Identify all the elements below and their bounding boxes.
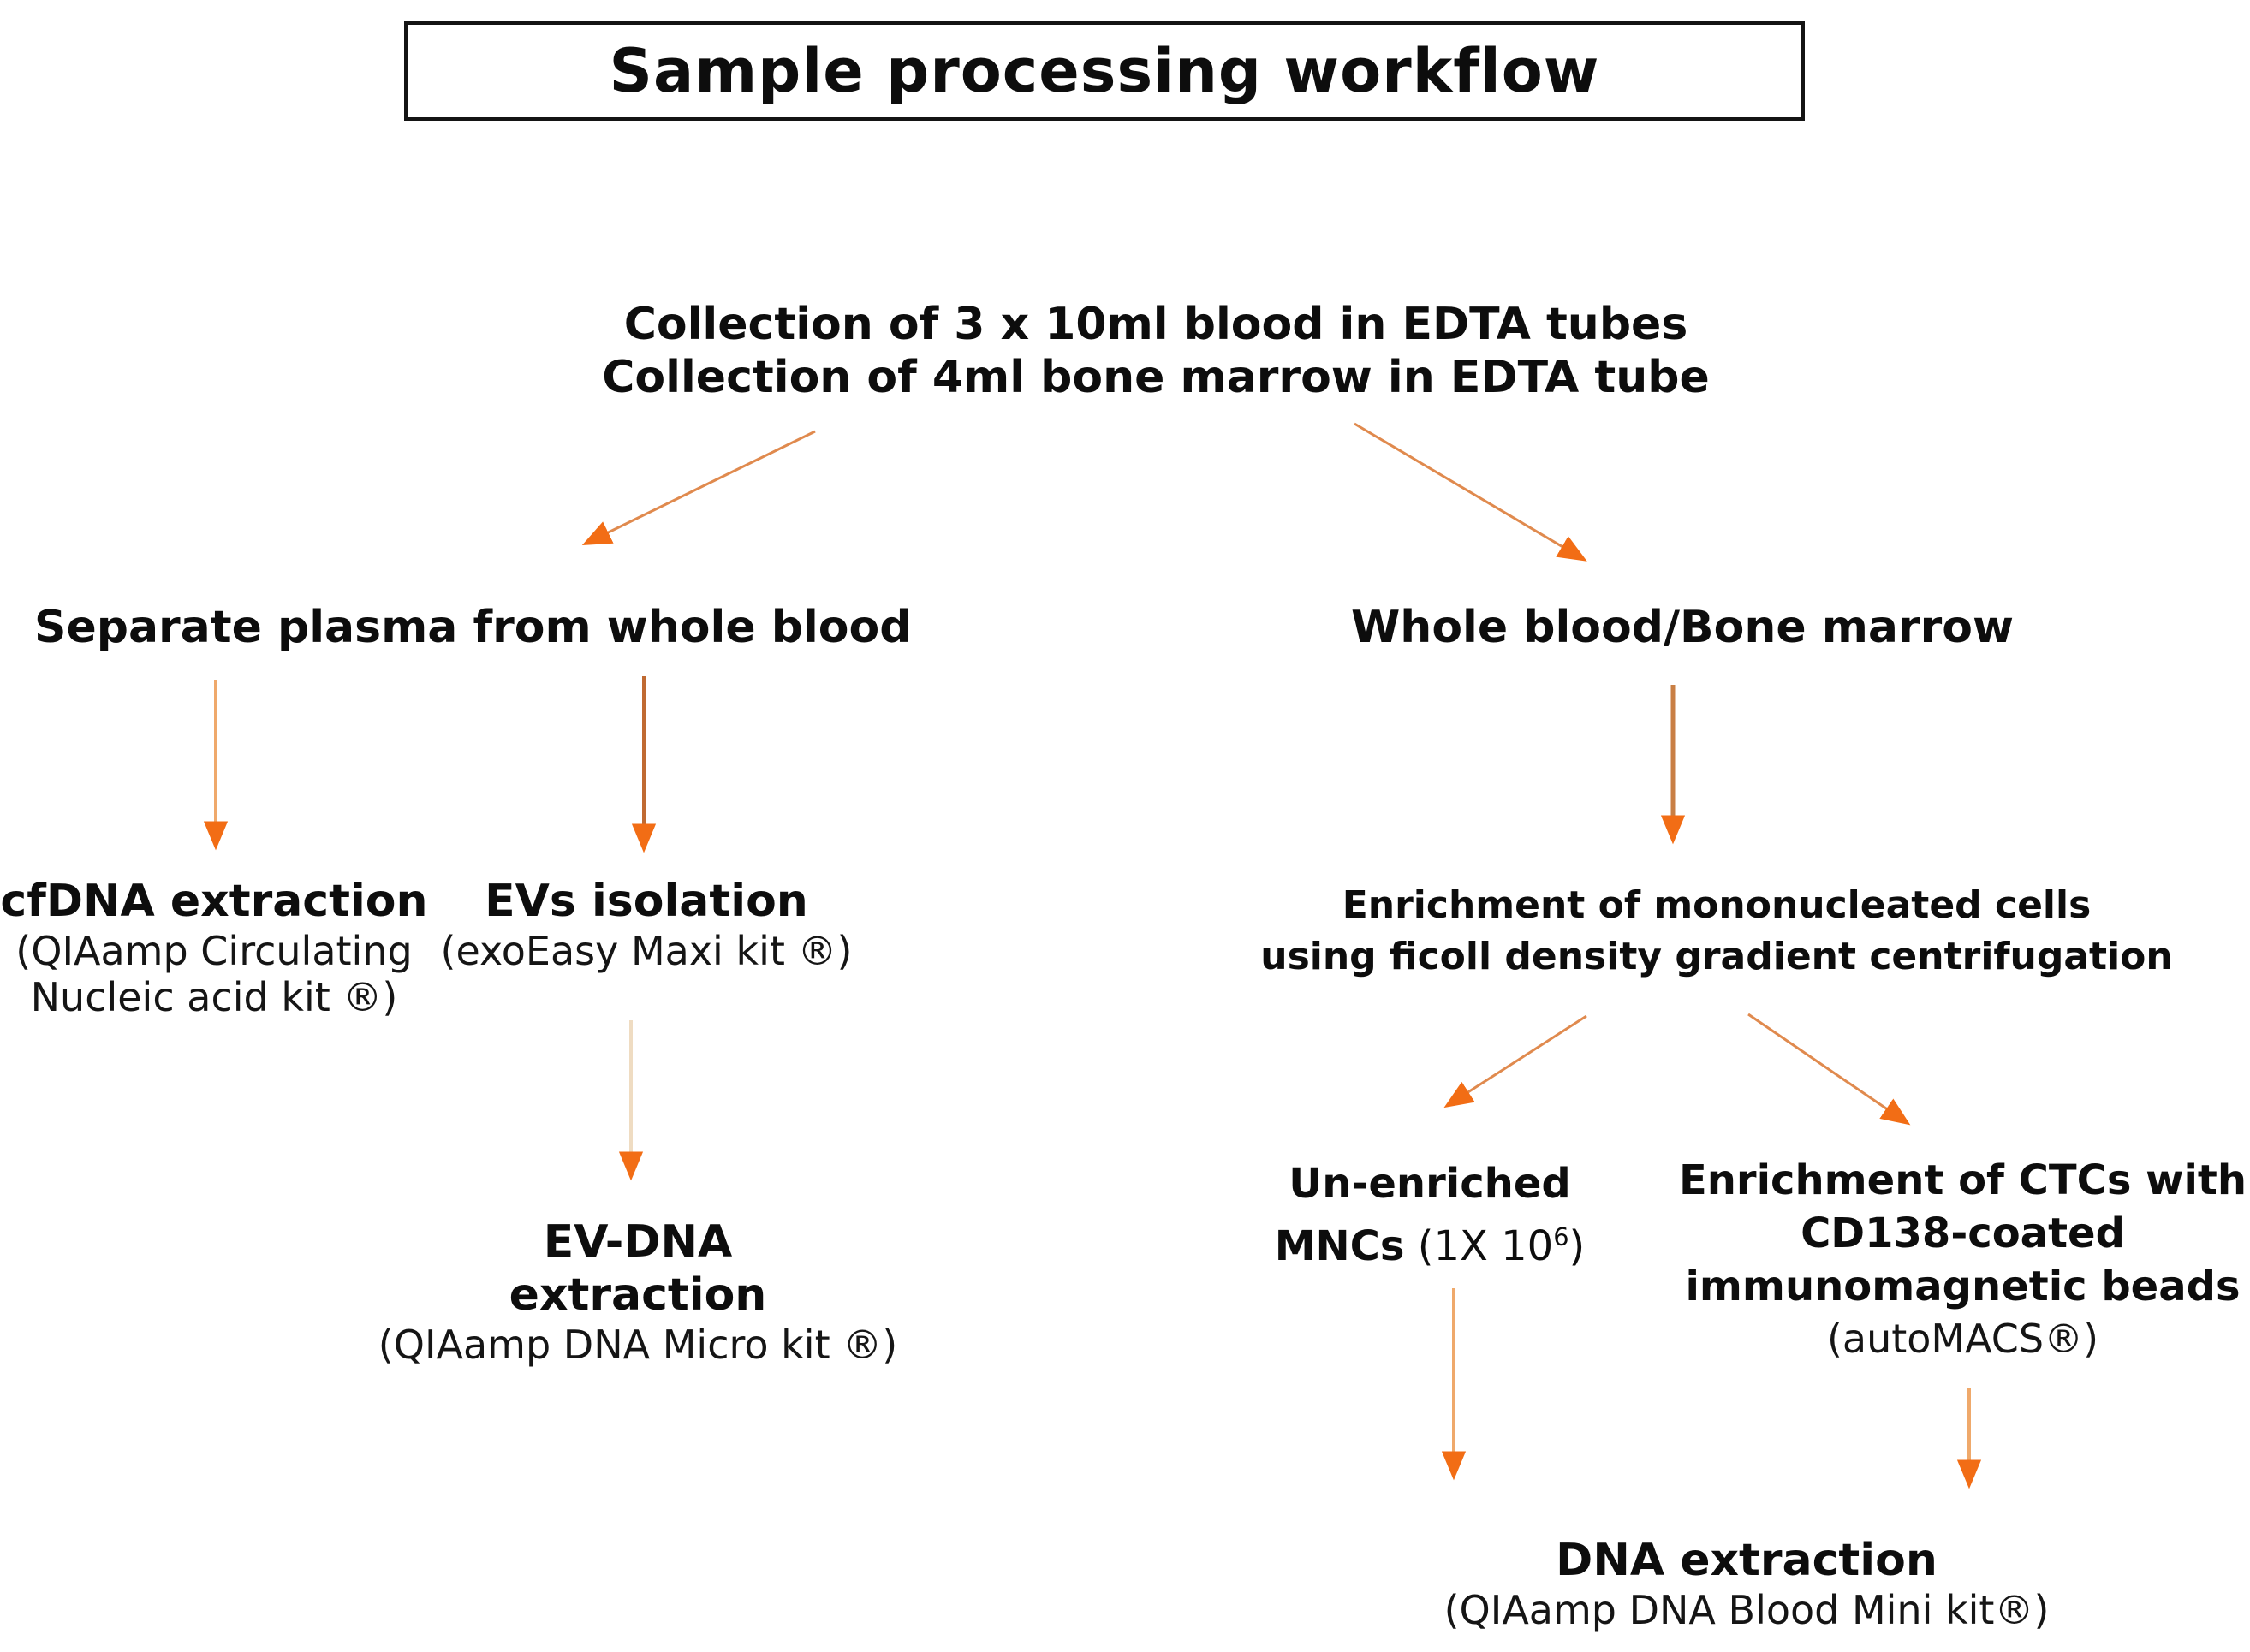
- arrow-enrichment-to-unenriched: [1443, 1014, 1587, 1108]
- mncs-bold-text: MNCs: [1274, 1222, 1405, 1270]
- node-whole-blood: Whole blood/Bone marrow: [1318, 601, 2046, 654]
- node-un-enriched-mncs: Un-enriched MNCs (1X 106): [1233, 1157, 1627, 1273]
- node-separate-plasma: Separate plasma from whole blood: [34, 601, 912, 654]
- arrow-collection-to-separate-plasma: [581, 430, 816, 545]
- node-ctc-enrichment: Enrichment of CTCs with CD138-coated imm…: [1674, 1154, 2250, 1364]
- node-collection: Collection of 3 x 10ml blood in EDTA tub…: [428, 298, 1884, 404]
- node-dna-extraction: DNA extraction (QIAamp DNA Blood Mini ki…: [1404, 1534, 2089, 1633]
- node-ev-dna-extraction: EV-DNA extraction (QIAamp DNA Micro kit …: [360, 1215, 916, 1368]
- mncs-count-close: ): [1568, 1222, 1586, 1270]
- enrichment-line1: Enrichment of mononucleated cells: [1342, 883, 2092, 927]
- evdna-detail: (QIAamp DNA Micro kit ®): [378, 1322, 898, 1368]
- evs-label: EVs isolation: [485, 876, 808, 927]
- unenriched-label-line1: Un-enriched: [1289, 1160, 1571, 1208]
- cfdna-detail-line1: (QIAamp Circulating: [15, 928, 413, 974]
- unenriched-label-line2: MNCs (1X 106): [1233, 1210, 1627, 1273]
- node-enrichment-mononucleated-cells: Enrichment of mononucleated cells using …: [1199, 880, 2235, 983]
- collection-line2: Collection of 4ml bone marrow in EDTA tu…: [602, 352, 1710, 403]
- arrow-enrichment-to-ctc: [1747, 1013, 1911, 1126]
- mncs-count-open: (1X 10: [1404, 1222, 1554, 1270]
- mncs-count-exponent: 6: [1553, 1222, 1569, 1251]
- enrichment-line2: using ficoll density gradient centrifuga…: [1260, 935, 2173, 978]
- whole-blood-label: Whole blood/Bone marrow: [1350, 602, 2015, 653]
- ctc-line2: CD138-coated: [1801, 1209, 2125, 1257]
- evs-detail: (exoEasy Maxi kit ®): [440, 928, 853, 974]
- dna-extraction-detail: (QIAamp DNA Blood Mini kit®): [1443, 1587, 2050, 1633]
- title-box: Sample processing workflow: [404, 21, 1805, 121]
- ctc-detail: (autoMACS®): [1826, 1316, 2099, 1362]
- arrow-collection-to-whole-blood: [1354, 422, 1587, 562]
- ctc-line3: immunomagnetic beads: [1685, 1263, 2241, 1310]
- evdna-label-line1: EV-DNA: [543, 1216, 733, 1268]
- node-evs-isolation: EVs isolation (exoEasy Maxi kit ®): [394, 875, 899, 974]
- evdna-label-line2: extraction: [509, 1269, 767, 1321]
- collection-line1: Collection of 3 x 10ml blood in EDTA tub…: [623, 299, 1688, 350]
- cfdna-label: cfDNA extraction: [0, 876, 428, 927]
- diagram-title: Sample processing workflow: [609, 36, 1600, 106]
- ctc-line1: Enrichment of CTCs with: [1678, 1156, 2247, 1204]
- separate-plasma-label: Separate plasma from whole blood: [34, 602, 912, 653]
- node-cfdna-extraction: cfDNA extraction (QIAamp Circulating Nuc…: [0, 875, 428, 1020]
- dna-extraction-label: DNA extraction: [1556, 1535, 1938, 1586]
- cfdna-detail-line2: Nucleic acid kit ®): [30, 974, 398, 1020]
